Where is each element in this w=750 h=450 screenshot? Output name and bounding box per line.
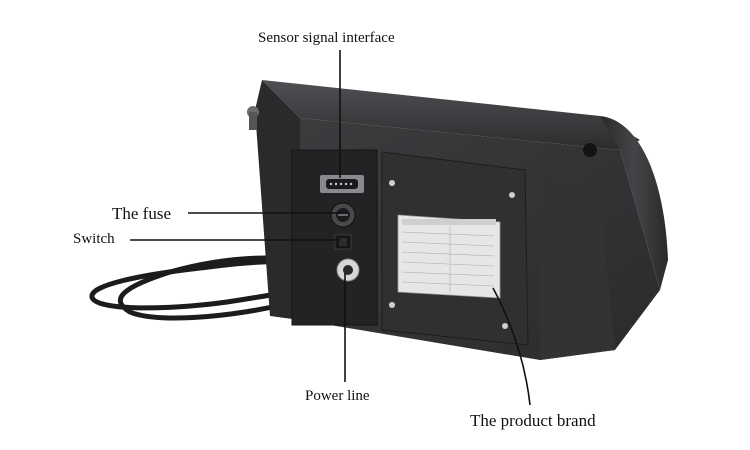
switch-icon xyxy=(334,234,352,250)
switch-label: Switch xyxy=(73,231,115,247)
fuse-icon xyxy=(330,202,356,228)
product-brand-label: The product brand xyxy=(470,411,596,430)
product-label-plate xyxy=(397,214,501,299)
fuse-label: The fuse xyxy=(112,204,172,223)
power-line-label: Power line xyxy=(305,388,370,404)
connector-panel xyxy=(291,149,378,326)
sensor-signal-interface-label: Sensor signal interface xyxy=(258,30,395,46)
leader-lines xyxy=(130,50,531,406)
leader-brand xyxy=(492,287,531,406)
power-grommet-icon xyxy=(336,258,360,282)
sensor-port-icon xyxy=(320,175,364,193)
